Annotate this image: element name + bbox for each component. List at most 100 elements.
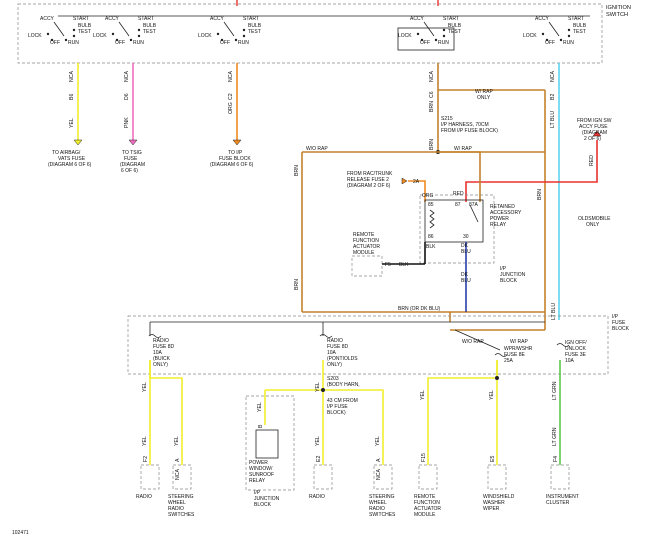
yel-2: YEL xyxy=(142,436,148,446)
ign-start-3: START xyxy=(243,16,259,22)
dest-airbag-2: VATS FUSE xyxy=(58,156,86,162)
top-wire-labels: NCA B6 YEL NCA D6 PNK NCA C2 ORG NCA C6 … xyxy=(69,71,556,128)
color-pnk: PNK xyxy=(124,117,130,128)
bottom-label-1-1: RADIO xyxy=(136,494,152,500)
relay-pin-87a: 87A xyxy=(469,202,479,208)
brn-left-1: BRN xyxy=(294,165,300,176)
fuse-8d-pont-4: (PONTIOLDS xyxy=(327,356,358,362)
dest-tsig-1: TO TSIG xyxy=(122,150,142,156)
ign-sw-4: 2 OF 6) xyxy=(584,136,601,142)
bottom-pin-3: B xyxy=(258,424,264,428)
ign-run-5: RUN xyxy=(563,40,574,46)
bottom-pin-5: E2 xyxy=(316,456,322,462)
nca-b2: NCA xyxy=(550,71,556,82)
bottom-label-7-1: REMOTE xyxy=(414,494,436,500)
bottom-label-4-2: JUNCTION xyxy=(254,496,280,502)
nca-c2: NCA xyxy=(228,71,234,82)
retained-accessory-relay xyxy=(424,199,484,243)
fuse-8d-buick-3: 10A xyxy=(153,350,163,356)
ign-off-2: OFF xyxy=(115,40,125,46)
fuse-8d-pont-2: FUSE 8D xyxy=(327,344,349,350)
fuse-8d-pont-5: ONLY) xyxy=(327,362,342,368)
s203-5: BLOCK) xyxy=(327,410,346,416)
lt-blu-lower: LT BLU xyxy=(551,303,557,320)
relay-dkblu-1: DK xyxy=(461,243,469,249)
brn-or-dkblu: BRN (OR DK BLU) xyxy=(398,306,441,312)
fuse-8d-buick-5: ONLY) xyxy=(153,362,168,368)
ign-bulb-4: BULB xyxy=(448,23,462,29)
olds-only-1: OLDSMOBILE xyxy=(578,216,611,222)
ign-accy-3: ACCY xyxy=(210,16,225,22)
ign-start-1: START xyxy=(73,16,89,22)
relay-label-1: RETAINED xyxy=(490,204,515,210)
ign-off-4: OFF xyxy=(420,40,430,46)
yel-3: YEL xyxy=(174,436,180,446)
dest-ip-2: FUSE BLOCK xyxy=(219,156,251,162)
rfa-module-4: MODULE xyxy=(353,250,375,256)
ign-accy-2: ACCY xyxy=(105,16,120,22)
wrap-only-2: ONLY xyxy=(477,95,491,101)
bottom-label-6-2: WHEEL xyxy=(369,500,387,506)
ignition-title-2: SWITCH xyxy=(606,12,628,18)
dkblu2-1: DK xyxy=(461,272,469,278)
fuse-8d-pont-1: RADIO xyxy=(327,338,343,344)
dest-tsig-2: FUSE xyxy=(124,156,138,162)
from-rac-1: FROM RAC/TRUNK xyxy=(347,171,393,177)
bottom-pin-6: A xyxy=(376,458,382,462)
bottom-label-3-3: SUNROOF xyxy=(249,472,274,478)
ign-lock-5: LOCK xyxy=(523,33,537,39)
bottom-label-8-2: WASHER xyxy=(483,500,505,506)
ign-lock-3: LOCK xyxy=(198,33,212,39)
ign-lock-4: LOCK xyxy=(398,33,412,39)
fuse-3e-4: 10A xyxy=(565,358,575,364)
color-ltblu: LT BLU xyxy=(550,111,556,128)
relay-pin-2a: 2A xyxy=(413,179,420,185)
ign-bulb-5: BULB xyxy=(573,23,587,29)
fuse-3e-2: UNLOCK xyxy=(565,346,587,352)
ign-start-4: START xyxy=(443,16,459,22)
nca-d6: NCA xyxy=(124,71,130,82)
olds-only-2: ONLY xyxy=(586,222,600,228)
bottom-label-7-4: MODULE xyxy=(414,512,436,518)
bottom-label-6-1: STEERING xyxy=(369,494,395,500)
relay-red: RED xyxy=(453,191,464,197)
pin-f5: F5 xyxy=(385,262,391,268)
ign-test-1: TEST xyxy=(78,29,91,35)
wire-red-accy xyxy=(465,140,598,202)
dest-airbag-3: (DIAGRAM 6 OF 6) xyxy=(48,162,92,168)
bottom-label-2-4: SWITCHES xyxy=(168,512,195,518)
s203-3: 43 CM FROM xyxy=(327,398,358,404)
ip-junction-1: I/P xyxy=(500,266,507,272)
bottom-pin-1: F2 xyxy=(143,456,149,462)
fuse-symbols xyxy=(148,334,570,357)
brn-right: BRN xyxy=(537,189,543,200)
fuse-block-3: BLOCK xyxy=(612,326,630,332)
ign-lock-1: LOCK xyxy=(28,33,42,39)
bottom-label-9-2: CLUSTER xyxy=(546,500,570,506)
bottom-nca-2: NCA xyxy=(175,469,181,480)
yel-9: YEL xyxy=(489,390,495,400)
s215-3: FROM I/P FUSE BLOCK) xyxy=(441,128,498,134)
ign-accy-4: ACCY xyxy=(410,16,425,22)
bottom-label-6-4: SWITCHES xyxy=(369,512,396,518)
brn-mid: BRN xyxy=(429,139,435,150)
fuse-3e-1: IGN OFF/ xyxy=(565,340,587,346)
ign-test-4: TEST xyxy=(448,29,461,35)
bottom-label-3-4: RELAY xyxy=(249,478,266,484)
pin-b2: B2 xyxy=(550,94,556,100)
w-rap-top: W/ RAP xyxy=(454,146,472,152)
bottom-label-3-2: WINDOW/ xyxy=(249,466,273,472)
yel-1: YEL xyxy=(142,382,148,392)
bottom-pin-9: F4 xyxy=(553,456,559,462)
relay-pin-87: 87 xyxy=(455,202,461,208)
fuse-8d-buick-1: RADIO xyxy=(153,338,169,344)
bottom-label-4-1: I/P xyxy=(254,490,261,496)
